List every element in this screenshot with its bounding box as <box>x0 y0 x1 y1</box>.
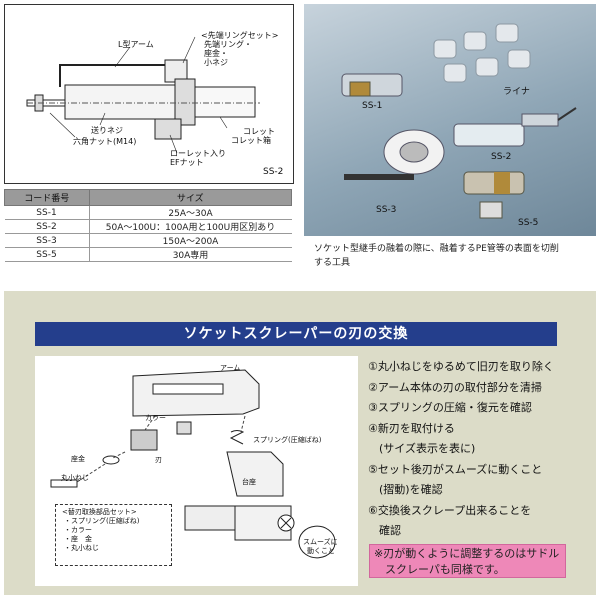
photo-label-ss2: SS-2 <box>491 152 512 162</box>
label-ef-nut: EFナット <box>170 158 204 167</box>
saddle-scraper-note: ※刃が動くように調整するのはサドル スクレーパも同様です。 <box>369 544 566 578</box>
step-item: ⑥交換後スクレープ出来ることを <box>368 503 532 517</box>
replacement-kit-box: <替刃取換部品セット> ・スプリング(圧縮ばね) ・カラー ・座 金 ・丸小ねじ <box>55 504 172 566</box>
caption-line: ソケット型継手の融着の際に、融着するPE管等の表面を切削 <box>314 244 559 254</box>
table-row: SS-3 150A〜200A <box>4 233 292 248</box>
header-code: コード番号 <box>4 189 90 206</box>
step-item: ⑤セット後刃がスムーズに動くこと <box>368 462 543 476</box>
photo-label-ss5: SS-5 <box>518 218 539 228</box>
cell-code: SS-2 <box>4 219 90 234</box>
label-knurled-nut: ローレット入り <box>170 149 226 158</box>
cell-code: SS-5 <box>4 247 90 262</box>
panel-code: SS-2 <box>263 167 284 177</box>
step-item: (サイズ表示を表に) <box>368 442 476 455</box>
cell-size: 30A専用 <box>89 247 292 262</box>
illus-label-base: 台座 <box>242 478 256 486</box>
kit-item: ・スプリング(圧縮ばね) <box>64 517 140 525</box>
cell-code: SS-3 <box>4 233 90 248</box>
label-ring-set-washer: 座金・ <box>204 49 228 58</box>
photo-label-liner: ライナ <box>503 87 530 97</box>
product-photo: SS-1 ライナ SS-2 SS-3 SS-5 <box>304 4 596 236</box>
illus-label-washer: 座金 <box>71 455 85 463</box>
cell-code: SS-1 <box>4 205 90 220</box>
blade-parts-drawing <box>50 369 336 559</box>
kit-item: ・座 金 <box>64 535 92 543</box>
step-list: ①丸小ねじをゆるめて旧刃を取り除く ②アーム本体の刃の取付部分を清掃 ③スプリン… <box>368 357 598 542</box>
caption-line: する工具 <box>314 258 351 268</box>
note-line: スクレーパも同様です。 <box>374 563 505 576</box>
table-row: SS-1 25A〜30A <box>4 205 292 220</box>
cell-size: 150A〜200A <box>89 233 292 248</box>
step-item: 確認 <box>368 524 401 537</box>
kit-item: ・丸小ねじ <box>64 544 99 552</box>
label-ring-set-ring: 先端リング・ <box>204 40 252 49</box>
label-l-arm: L型アーム <box>118 40 154 49</box>
illus-label-spring: スプリング(圧縮ばね) <box>253 436 322 444</box>
illus-label-arm: アーム <box>220 364 241 372</box>
illus-label-smooth-1: スムーズに <box>303 538 338 546</box>
exploded-illustration: アーム カラー スプリング(圧縮ばね) 刃 座金 丸小ねじ 台座 スムーズに 動… <box>35 356 358 586</box>
photo-label-ss3: SS-3 <box>376 205 397 215</box>
step-item: ①丸小ねじをゆるめて旧刃を取り除く <box>368 360 554 373</box>
table-row: SS-5 30A専用 <box>4 247 292 262</box>
section-title: ソケットスクレーパーの刃の交換 <box>35 322 557 346</box>
cell-size: 50A〜100U：100A用と100U用区別あり <box>89 219 292 234</box>
note-line: ※刃が動くように調整するのはサドル <box>374 547 560 560</box>
label-ring-set-title: <先端リングセット> <box>201 31 279 40</box>
step-item: (摺動)を確認 <box>368 483 443 496</box>
label-ring-set-screw: 小ネジ <box>204 58 228 67</box>
step-item: ③スプリングの圧縮・復元を確認 <box>368 401 532 414</box>
header-size: サイズ <box>88 189 292 206</box>
illus-label-smooth-2: 動くこと <box>307 547 335 555</box>
label-collet: コレット <box>243 127 275 136</box>
step-item: ②アーム本体の刃の取付部分を清掃 <box>368 380 542 394</box>
photo-label-ss1: SS-1 <box>362 101 383 111</box>
illus-label-screw: 丸小ねじ <box>61 474 89 482</box>
label-hex-nut: 六角ナット(M14) <box>73 137 137 146</box>
cell-size: 25A〜30A <box>89 205 292 220</box>
diagram-panel: L型アーム <先端リングセット> 先端リング・ 座金・ 小ネジ 送りネジ 六角ナ… <box>4 4 294 184</box>
size-table: コード番号 サイズ SS-1 25A〜30A SS-2 50A〜100U：100… <box>4 189 292 262</box>
step-item: ④新刃を取付ける <box>368 421 455 435</box>
kit-item: ・カラー <box>64 526 92 534</box>
table-header-row: コード番号 サイズ <box>4 189 292 206</box>
kit-title: <替刃取換部品セット> <box>62 508 137 516</box>
photo-caption: ソケット型継手の融着の際に、融着するPE管等の表面を切削 する工具 <box>314 242 594 270</box>
label-collet-box: コレット箱 <box>231 136 271 145</box>
label-feed-screw: 送りネジ <box>91 126 123 135</box>
illus-label-blade: 刃 <box>155 456 162 464</box>
illus-label-collar: カラー <box>145 414 166 422</box>
table-row: SS-2 50A〜100U：100A用と100U用区別あり <box>4 219 292 234</box>
scraper-drawing <box>26 36 260 154</box>
product-photo-drawing <box>341 23 577 219</box>
